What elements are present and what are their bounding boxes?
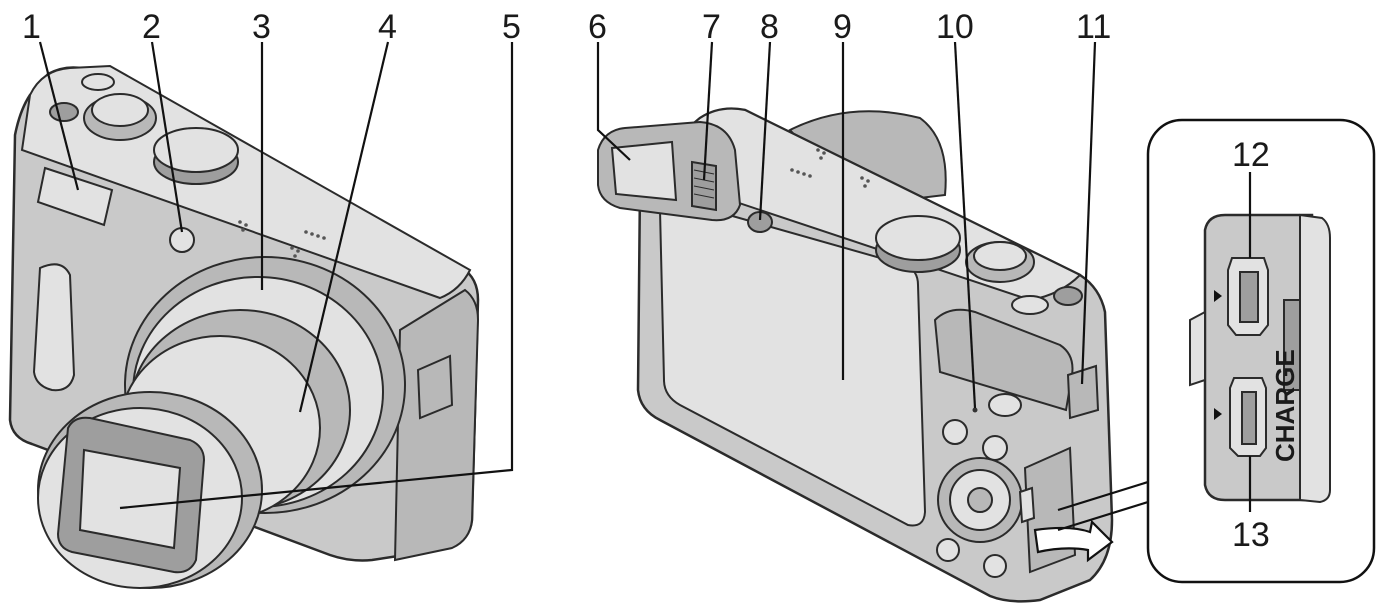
front-side-panel — [393, 288, 480, 562]
rear-power-button — [1053, 286, 1083, 306]
usb-port-inner — [1241, 391, 1257, 445]
leader-7 — [702, 41, 714, 181]
leader-1 — [38, 41, 80, 191]
leader-lines — [38, 41, 1097, 510]
strap-eyelet-rear — [1066, 364, 1100, 420]
playback-button — [988, 393, 1022, 417]
viewfinder-eyepiece — [610, 140, 678, 202]
leader-10 — [953, 41, 977, 409]
label-10: 10 — [936, 8, 974, 46]
hdmi-port-inner — [1239, 271, 1259, 323]
flash-window — [36, 166, 114, 227]
microphone-holes — [238, 220, 326, 258]
charging-lamp — [972, 407, 978, 413]
rear-speaker-holes — [790, 148, 870, 188]
label-11: 11 — [1076, 8, 1111, 46]
leader-6 — [596, 42, 631, 161]
inset-door-edge — [1299, 213, 1331, 504]
label-6: 6 — [588, 8, 607, 46]
inset-door-tab — [1189, 310, 1206, 387]
fn-button-2 — [982, 435, 1008, 461]
part-numbers: 1 2 3 4 5 6 7 8 9 10 11 12 13 — [22, 8, 1270, 554]
fn-button-4 — [983, 554, 1007, 578]
label-4: 4 — [378, 8, 397, 46]
label-5: 5 — [502, 8, 521, 46]
mode-dial — [153, 127, 239, 173]
diopter-dial — [691, 160, 717, 212]
label-1: 1 — [22, 8, 41, 46]
label-9: 9 — [833, 8, 852, 46]
fn-button-1 — [942, 419, 968, 445]
door-open-arrow — [1033, 519, 1114, 563]
terminal-door-latch — [1018, 486, 1036, 524]
leader-5 — [119, 42, 514, 510]
strap-eyelet-front — [416, 354, 454, 420]
usb-arrow-icon — [1214, 408, 1222, 420]
leader-11 — [1080, 41, 1097, 385]
rear-movie-button — [1011, 295, 1049, 315]
camera-front-view — [8, 64, 480, 589]
power-button — [49, 102, 79, 122]
shutter-button — [91, 93, 149, 127]
rear-lens-barrel — [788, 110, 947, 207]
hdmi-arrow-icon — [1214, 290, 1222, 302]
label-12: 12 — [1232, 136, 1270, 174]
leader-4 — [298, 41, 390, 413]
leader-8 — [758, 41, 772, 221]
label-13: 13 — [1232, 516, 1270, 554]
terminal-inset: CHARGE — [1057, 118, 1376, 584]
label-3: 3 — [252, 8, 271, 46]
label-8: 8 — [760, 8, 779, 46]
camera-rear-view — [597, 107, 1114, 603]
lens-cover-inner — [78, 448, 182, 550]
front-grip — [32, 263, 76, 392]
inset-door-latch — [1283, 299, 1301, 391]
label-7: 7 — [702, 8, 721, 46]
label-2: 2 — [142, 8, 161, 46]
rear-mode-dial — [875, 215, 961, 261]
leader-2 — [150, 41, 184, 233]
movie-button — [81, 73, 115, 91]
set-button — [967, 487, 993, 513]
fn-button-3 — [936, 538, 960, 562]
charge-label: CHARGE — [1270, 349, 1300, 462]
rear-shutter-button — [973, 241, 1027, 271]
